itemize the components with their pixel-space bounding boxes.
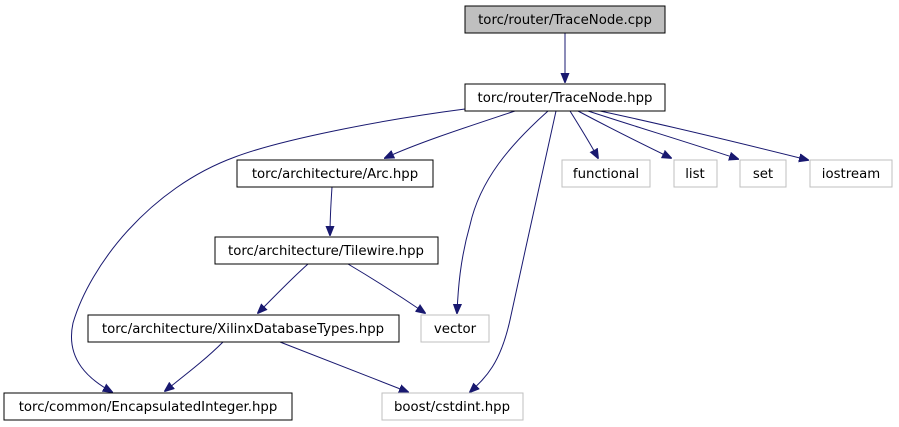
node-box <box>3 392 293 421</box>
edge-tracenode-hpp-to-set <box>587 110 738 159</box>
edge-tilewire-hpp-to-vector <box>347 263 425 313</box>
node-set: set <box>739 159 787 188</box>
node-label: set <box>753 167 773 182</box>
edge-arc-hpp-to-tilewire-hpp <box>330 186 332 235</box>
node-box <box>236 159 434 188</box>
node-box <box>673 159 718 188</box>
node-box <box>809 159 893 188</box>
node-box <box>420 314 490 343</box>
node-label: torc/common/EncapsulatedInteger.hpp <box>19 400 278 415</box>
node-vector: vector <box>420 314 490 343</box>
edge-tracenode-hpp-to-arc-hpp <box>385 110 516 158</box>
node-list: list <box>673 159 718 188</box>
node-functional: functional <box>561 159 651 188</box>
node-label: torc/architecture/Arc.hpp <box>252 167 418 182</box>
node-tracenode-cpp[interactable]: torc/router/TraceNode.cpp <box>464 5 666 34</box>
edge-xilinxdbtypes-hpp-to-encapsulatedinteger-hpp <box>165 341 224 391</box>
edge-tracenode-hpp-to-functional <box>569 110 598 158</box>
edge-tracenode-hpp-to-vector <box>457 110 549 313</box>
edge-tilewire-hpp-to-xilinxdbtypes-hpp <box>258 263 309 313</box>
node-label: vector <box>434 322 477 337</box>
edge-tracenode-hpp-to-iostream <box>599 110 808 160</box>
node-label: torc/router/TraceNode.hpp <box>478 91 653 106</box>
node-encapsulatedinteger-hpp[interactable]: torc/common/EncapsulatedInteger.hpp <box>3 392 293 421</box>
node-box <box>561 159 651 188</box>
node-boost-cstdint-hpp: boost/cstdint.hpp <box>381 392 524 421</box>
node-box <box>381 392 524 421</box>
node-box <box>87 314 400 343</box>
edge-tracenode-hpp-to-boost-cstdint <box>470 110 557 392</box>
edge-tracenode-hpp-to-encapsulatedinteger-hpp <box>71 108 466 392</box>
node-arc-hpp[interactable]: torc/architecture/Arc.hpp <box>236 159 434 188</box>
node-box <box>214 236 439 265</box>
node-label: functional <box>573 167 639 182</box>
node-label: list <box>685 167 705 182</box>
node-label: torc/router/TraceNode.cpp <box>478 13 652 28</box>
node-label: iostream <box>822 167 880 182</box>
edge-xilinxdbtypes-hpp-to-boost-cstdint <box>279 341 408 392</box>
node-layer: torc/router/TraceNode.cpp torc/router/Tr… <box>3 5 893 421</box>
node-label: torc/architecture/XilinxDatabaseTypes.hp… <box>102 322 384 337</box>
node-label: boost/cstdint.hpp <box>394 400 510 415</box>
node-tracenode-hpp[interactable]: torc/router/TraceNode.hpp <box>464 83 666 112</box>
edge-layer <box>71 33 808 392</box>
node-tilewire-hpp[interactable]: torc/architecture/Tilewire.hpp <box>214 236 439 265</box>
node-label: torc/architecture/Tilewire.hpp <box>228 244 424 259</box>
node-box <box>464 83 666 112</box>
edge-tracenode-hpp-to-list <box>577 110 671 158</box>
node-iostream: iostream <box>809 159 893 188</box>
node-box <box>464 5 666 34</box>
node-xilinxdatabasetypes-hpp[interactable]: torc/architecture/XilinxDatabaseTypes.hp… <box>87 314 400 343</box>
node-box <box>739 159 787 188</box>
